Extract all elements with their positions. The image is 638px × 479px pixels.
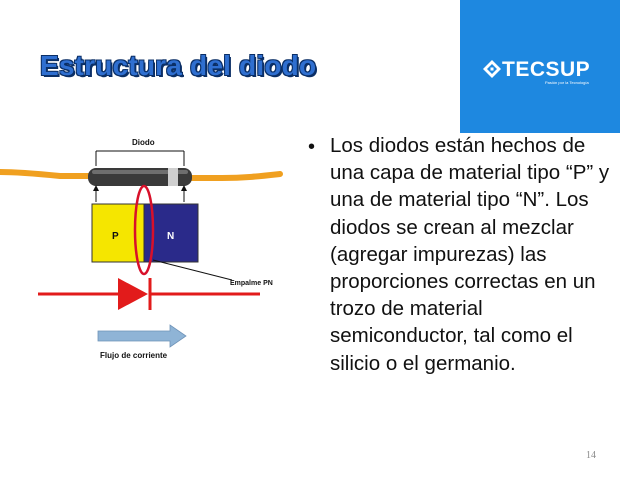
n-connector-arrow <box>181 185 187 191</box>
diode-symbol-triangle <box>118 278 148 310</box>
left-lead-wire <box>0 169 95 179</box>
junction-label: Empalme PN <box>230 280 273 287</box>
cathode-band <box>168 168 178 186</box>
logo-wordmark: TECSUP <box>502 58 591 81</box>
slide-title: Estructura del diodo <box>40 50 317 81</box>
n-region-label: N <box>167 231 174 242</box>
logo-tagline: Pasión por la Tecnología <box>545 80 589 85</box>
bullet-text: Los diodos están hechos de una capa de m… <box>330 134 610 375</box>
p-connector-arrow <box>93 185 99 191</box>
slide-number: 14 <box>586 450 596 461</box>
tecsup-logo-icon <box>483 60 501 78</box>
junction-pointer-line <box>152 259 233 281</box>
right-lead-wire <box>187 171 283 181</box>
p-region-label: P <box>112 231 119 242</box>
diode-label: Diodo <box>132 138 155 147</box>
bullet-marker: • <box>308 136 316 158</box>
current-flow-label: Flujo de corriente <box>100 351 168 360</box>
diode-diagram: Diodo P N Empalme PN Flujo de corriente <box>0 138 283 360</box>
pn-junction-ring <box>133 184 155 276</box>
current-flow-arrow <box>97 324 187 348</box>
diode-body-highlight <box>92 170 188 174</box>
